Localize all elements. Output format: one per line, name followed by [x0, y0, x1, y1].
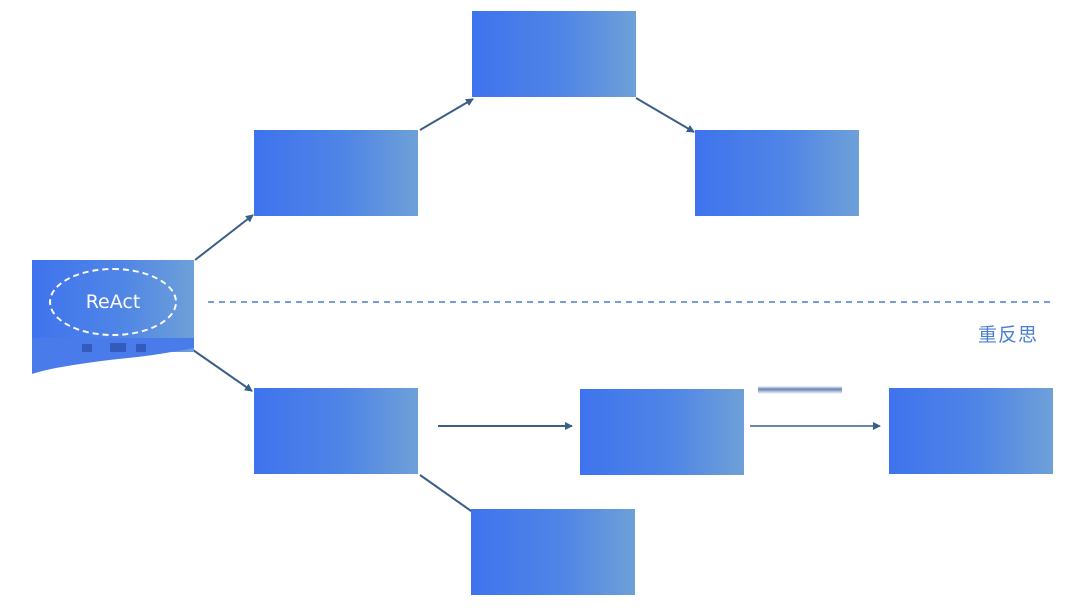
- edge-root-to-upper-1: [194, 214, 254, 261]
- root-node-torn-edge: [32, 338, 194, 374]
- edge-lower-1-to-lower-4: [419, 474, 475, 514]
- upper-branch-node-3: [695, 130, 859, 216]
- edge-upper-2-to-upper-3: [635, 97, 695, 133]
- lower-branch-node-1: [254, 388, 418, 474]
- divider-label: 重反思: [978, 324, 1039, 346]
- lower-branch-node-2: [580, 389, 744, 475]
- upper-branch-node-1: [254, 130, 418, 216]
- edge-root-to-lower-1: [192, 349, 253, 392]
- lower-branch-node-3: [889, 388, 1053, 474]
- edge-upper-1-to-upper-2: [419, 98, 474, 131]
- react-oval: ReAct: [49, 268, 177, 336]
- react-label: ReAct: [85, 291, 141, 313]
- smudge-mark: [758, 386, 842, 394]
- upper-branch-node-2: [472, 11, 636, 97]
- lower-branch-node-4: [471, 509, 635, 595]
